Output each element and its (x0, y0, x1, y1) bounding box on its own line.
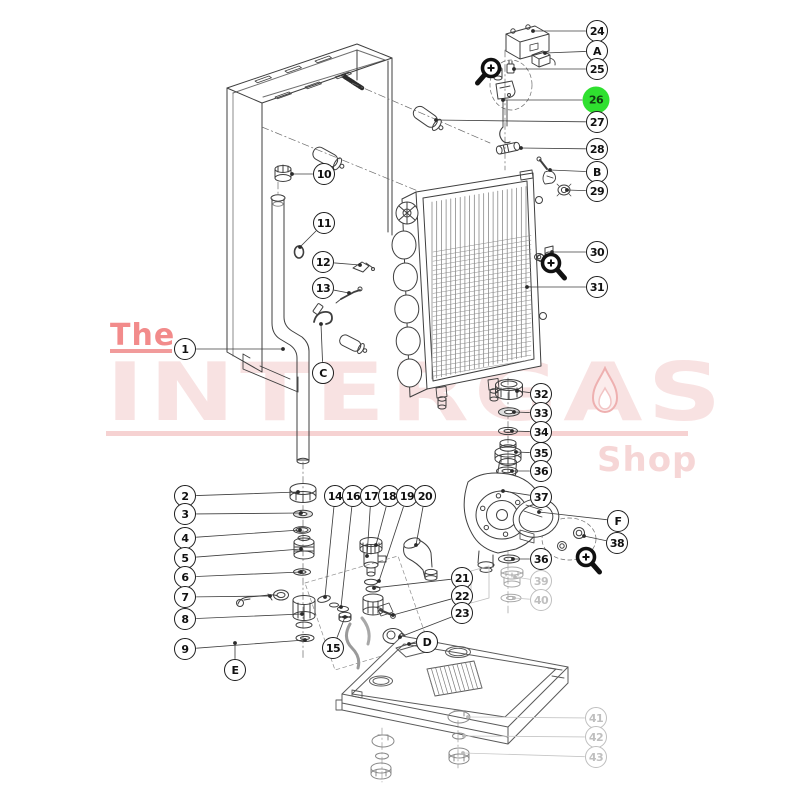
watermark-the: The (110, 318, 176, 353)
callout-8[interactable]: 8 (174, 608, 196, 630)
callout-C[interactable]: C (312, 362, 334, 384)
callout-1[interactable]: 1 (174, 338, 196, 360)
callout-E[interactable]: E (224, 659, 246, 681)
callout-9[interactable]: 9 (174, 638, 196, 660)
callout-33[interactable]: 33 (530, 402, 552, 424)
hydro-group (317, 536, 437, 668)
callout-25[interactable]: 25 (586, 58, 608, 80)
callout-36b[interactable]: 36 (530, 548, 552, 570)
callout-40[interactable]: 40 (530, 589, 552, 611)
zoom-plus-icon[interactable] (571, 543, 607, 579)
callout-32[interactable]: 32 (530, 383, 552, 405)
leader-lines (196, 29, 606, 757)
callout-10[interactable]: 10 (313, 163, 335, 185)
base-tray (336, 636, 568, 779)
callout-24[interactable]: 24 (586, 20, 608, 42)
callout-23[interactable]: 23 (451, 602, 473, 624)
heat-exchanger (392, 170, 547, 409)
zoom-plus-icon[interactable] (470, 54, 506, 90)
callout-43[interactable]: 43 (585, 746, 607, 768)
callout-21[interactable]: 21 (451, 567, 473, 589)
callout-26[interactable]: 26 (582, 86, 610, 114)
callout-20[interactable]: 20 (414, 485, 436, 507)
callout-D[interactable]: D (416, 631, 438, 653)
siphon-pipe-and-small-parts (271, 165, 375, 464)
callout-13[interactable]: 13 (312, 277, 334, 299)
callout-42[interactable]: 42 (585, 726, 607, 748)
callout-14[interactable]: 14 (324, 485, 346, 507)
callout-19[interactable]: 19 (396, 485, 418, 507)
watermark-rule (110, 349, 172, 353)
callout-7[interactable]: 7 (174, 586, 196, 608)
callout-16[interactable]: 16 (342, 485, 364, 507)
callout-11[interactable]: 11 (313, 212, 335, 234)
callout-28[interactable]: 28 (586, 138, 608, 160)
valve-stack (237, 484, 317, 642)
flame-icon (591, 365, 619, 416)
callout-29[interactable]: 29 (586, 180, 608, 202)
callout-34[interactable]: 34 (530, 421, 552, 443)
callout-15[interactable]: 15 (322, 637, 344, 659)
callout-36[interactable]: 36 (530, 460, 552, 482)
screw-part (342, 74, 362, 88)
callout-12[interactable]: 12 (312, 251, 334, 273)
lower-fittings (471, 555, 523, 603)
pump-assembly (464, 459, 584, 573)
callout-4[interactable]: 4 (174, 527, 196, 549)
fan-inlet (396, 202, 418, 224)
callout-B[interactable]: B (586, 161, 608, 183)
callout-30[interactable]: 30 (586, 241, 608, 263)
zoom-plus-icon[interactable] (536, 249, 572, 285)
callout-F[interactable]: F (607, 510, 629, 532)
callout-A[interactable]: A (586, 40, 608, 62)
watermark-shop: Shop (597, 440, 698, 480)
callout-3[interactable]: 3 (174, 503, 196, 525)
callout-38[interactable]: 38 (606, 532, 628, 554)
fitting-stack (495, 380, 523, 476)
boiler-case (227, 44, 392, 392)
callout-18[interactable]: 18 (378, 485, 400, 507)
grommet-parts (311, 104, 447, 356)
callout-6[interactable]: 6 (174, 566, 196, 588)
callout-35[interactable]: 35 (530, 442, 552, 464)
callout-27[interactable]: 27 (586, 111, 608, 133)
watermark-rule (106, 431, 688, 436)
callout-37[interactable]: 37 (530, 486, 552, 508)
callout-31[interactable]: 31 (586, 276, 608, 298)
